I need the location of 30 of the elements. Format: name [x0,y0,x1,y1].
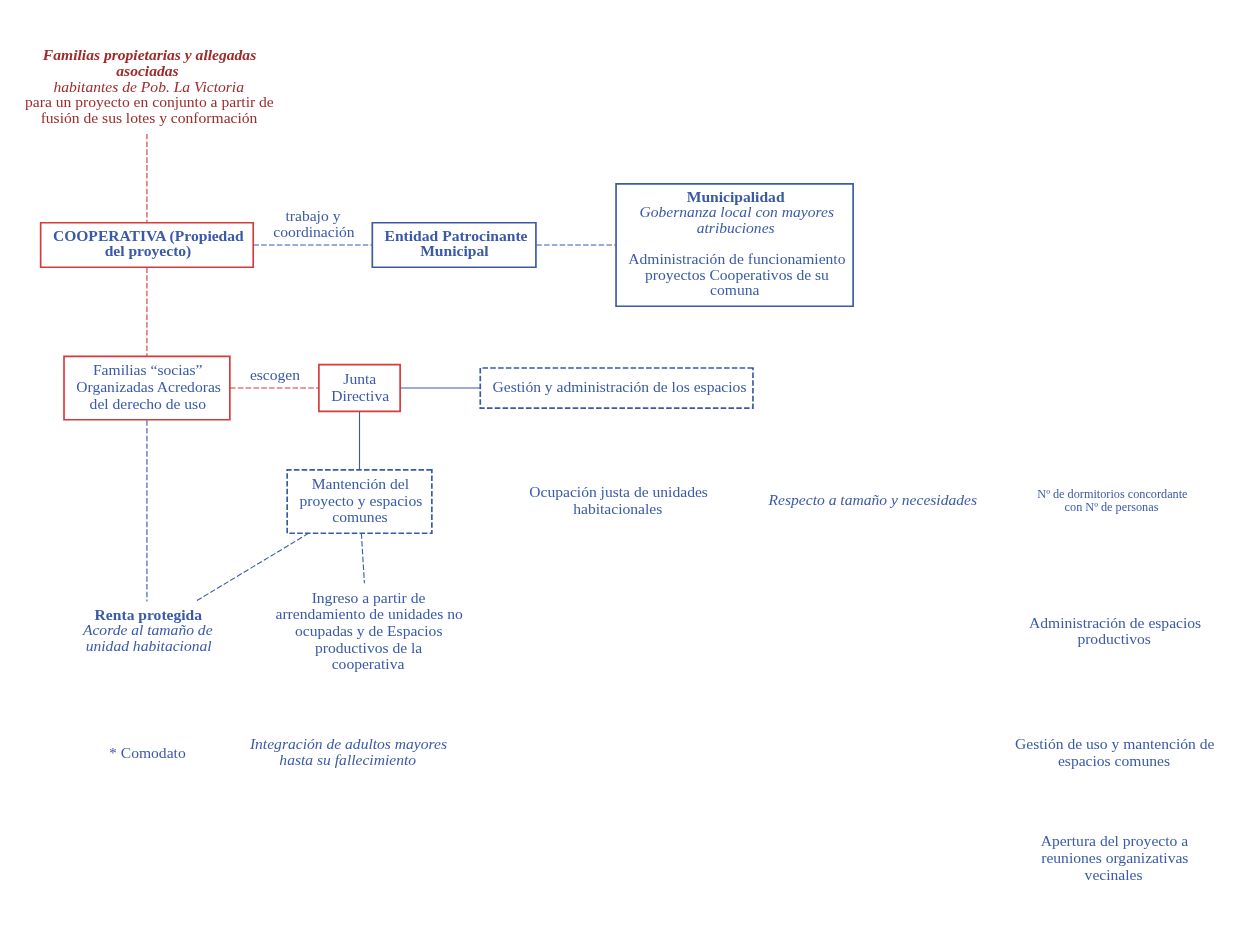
node-text: Ingreso a partir de arrendamiento de unidades no ocupadas y de Espacios productivos de la cooperativa [275,588,463,672]
label: Apertura del proyecto a reuniones organizativas vecinales [1040,831,1189,883]
node-box: Municipalidad Gobernanza local con mayores atribuciones Administración de funcionamiento proyectos Cooperativos de su comuna [615,182,854,307]
connector [535,243,617,246]
node-box: COOPERATIVA (Propiedad del proyecto) [39,221,255,268]
label: Gestión de uso y mantención de espacios comunes [1015,734,1215,769]
node-box: Mantención del proyecto y espacios comunes [286,468,433,534]
node-box: Entidad Patrocinante Municipal [371,221,537,268]
node-text: Renta protegida Acorde al tamaño de unidad habitacional [82,605,213,654]
connector [146,419,148,602]
label: Ocupación justa de unidades habitacionales [529,482,708,517]
label: * Comodato [109,743,186,761]
label: Integración de adultos mayores hasta su fallecimiento [249,734,448,768]
connector [399,386,481,389]
node-box: Familias “socias” Organizadas Acredoras del derecho de uso [63,354,231,421]
node-box: Gestión y administración de los espacios [479,366,754,409]
connector [146,266,148,356]
connector [252,243,373,246]
edge-label: trabajo y coordinación [273,206,355,240]
label: Respecto a tamaño y necesidades [768,490,978,508]
connector [229,386,320,389]
connector [194,532,310,602]
node-box: Junta Directiva [318,363,401,412]
node-text: Familias propietarias y allegadas asociadas habitantes de Pob. La Victoria para un proyecto en conjunto a partir de fusión de sus lotes y conformación [25,45,274,126]
label: Nº de dormitorios concordante con Nº de personas [1037,486,1188,514]
connector [146,132,148,223]
connector [358,410,361,470]
connector [360,532,365,584]
label: Administración de espacios productivos [1028,613,1202,647]
edge-label: escogen [249,365,301,383]
